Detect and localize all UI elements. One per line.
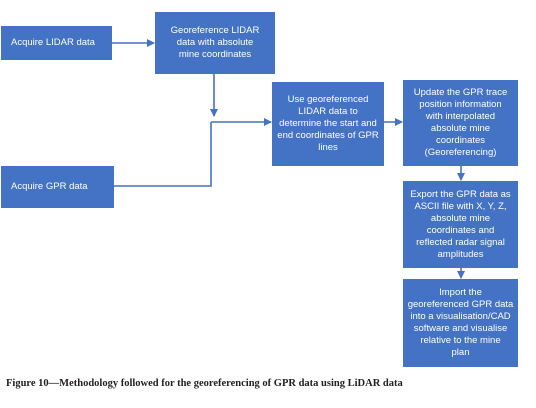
step-update-gpr-trace: Update the GPR trace position informatio…: [403, 80, 518, 166]
step-georeference-lidar: Georeference LIDAR data with absolute mi…: [155, 12, 275, 74]
connector-gpr-elbow: [114, 122, 212, 187]
step-export-gpr: Export the GPR data as ASCII file with X…: [403, 181, 518, 268]
step-acquire-gpr: Acquire GPR data: [1, 166, 114, 208]
step-use-georeferenced-lidar: Use georeferenced LIDAR data to determin…: [272, 82, 384, 166]
figure-caption: Figure 10—Methodology followed for the g…: [6, 378, 403, 389]
step-acquire-lidar: Acquire LIDAR data: [1, 26, 112, 60]
step-import-gpr: Import the georeferenced GPR data into a…: [403, 279, 518, 367]
